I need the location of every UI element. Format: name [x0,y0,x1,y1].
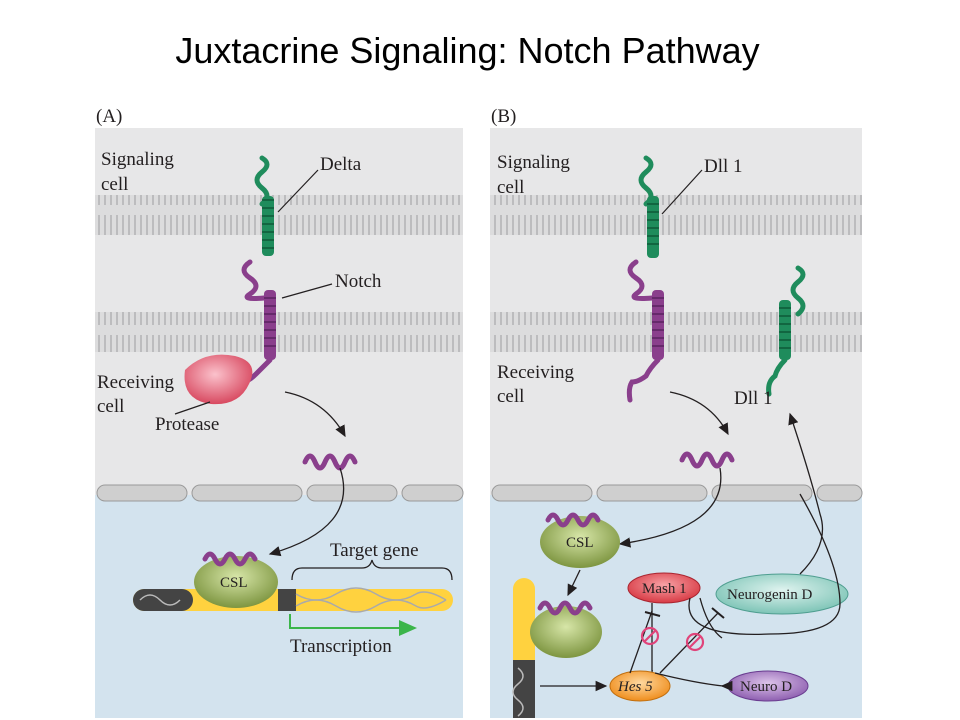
csl-label-a: CSL [220,575,248,591]
mash1-to-neurod [651,603,724,687]
dna-b [512,578,535,718]
csl-label-b: CSL [566,535,594,551]
inhibit-bar-2 [711,607,725,619]
csl-bound-a [194,556,278,608]
hes5-inhibit-mash1 [629,610,653,674]
slide-title: Juxtacrine Signaling: Notch Pathway [175,30,760,71]
panel-a: (A) Signaling cell Receiving cell Delta … [95,100,464,718]
target-gene-label: Target gene [330,540,419,561]
target-gene-bracket [291,559,453,581]
receiving-membrane-a [95,312,463,352]
protease [184,354,253,405]
neurogenin-node [715,573,849,615]
neurogenin-label: Neurogenin D [727,587,813,603]
nicd-on-dna-b [537,600,593,616]
dna-a [133,587,453,613]
dll1-right-label: Dll 1 [734,388,773,409]
nicd-bound-a [202,551,258,567]
signaling-membrane-a [95,195,463,235]
csl-to-dna-arrow [567,569,581,597]
blocked-symbol-1 [640,626,660,646]
cleavage-arrow-a [284,391,346,438]
delta-label: Delta [320,154,362,175]
mash1-label: Mash 1 [642,581,687,597]
neurod-label: Neuro D [740,679,792,695]
panel-b-tag: (B) [491,106,516,127]
nuclear-envelope-b [491,484,863,502]
signaling-cell-label-b: Signaling cell [497,152,575,198]
nuclear-envelope-a [96,484,464,502]
signaling-cell-label-a: Signaling cell [101,149,179,195]
mash1-node [627,572,701,604]
signaling-membrane-b [490,195,862,235]
nicd-on-csl-b [545,512,601,528]
csl-free-b [540,516,620,568]
receiving-cell-label-b: Receiving cell [497,362,579,407]
dll1-top-label: Dll 1 [704,156,743,177]
mash1-neurogenin-link [699,597,723,639]
nuclear-entry-arrow-a [268,467,345,557]
notch-receptor-b [626,259,664,403]
dll1-leader [661,169,703,215]
neurogenin-to-dll1 [788,412,824,575]
protease-leader [174,401,211,415]
mash1-to-dll1 [688,493,841,636]
transcription-label: Transcription [290,636,392,657]
panel-a-tag: (A) [96,106,122,127]
blocked-symbol-2 [685,632,705,652]
transcription-arrow [289,614,417,636]
delta-leader [277,169,319,213]
nicd-fragment-b [679,451,735,469]
inhibit-bar-1 [644,611,661,617]
delta-ligand [254,155,274,256]
panel-b: (B) Signaling cell Receiving cell Dll 1 [490,100,863,718]
nuclear-entry-arrow-b [618,467,722,548]
dll1-signaling [638,155,659,258]
hes5-node [609,670,671,702]
nicd-fragment-a [302,453,358,471]
cleavage-arrow-b [669,391,729,436]
notch-leader [281,283,333,299]
receiving-cell-label-a: Receiving cell [97,372,179,417]
csl-on-dna-b [530,606,602,658]
protease-label: Protease [155,414,219,435]
receiving-membrane-b [490,312,862,352]
hes5-label: Hes 5 [617,679,653,695]
dll1-receiving [766,265,806,397]
hes5-inhibit-neurogenin [659,612,719,674]
notch-label: Notch [335,271,382,292]
